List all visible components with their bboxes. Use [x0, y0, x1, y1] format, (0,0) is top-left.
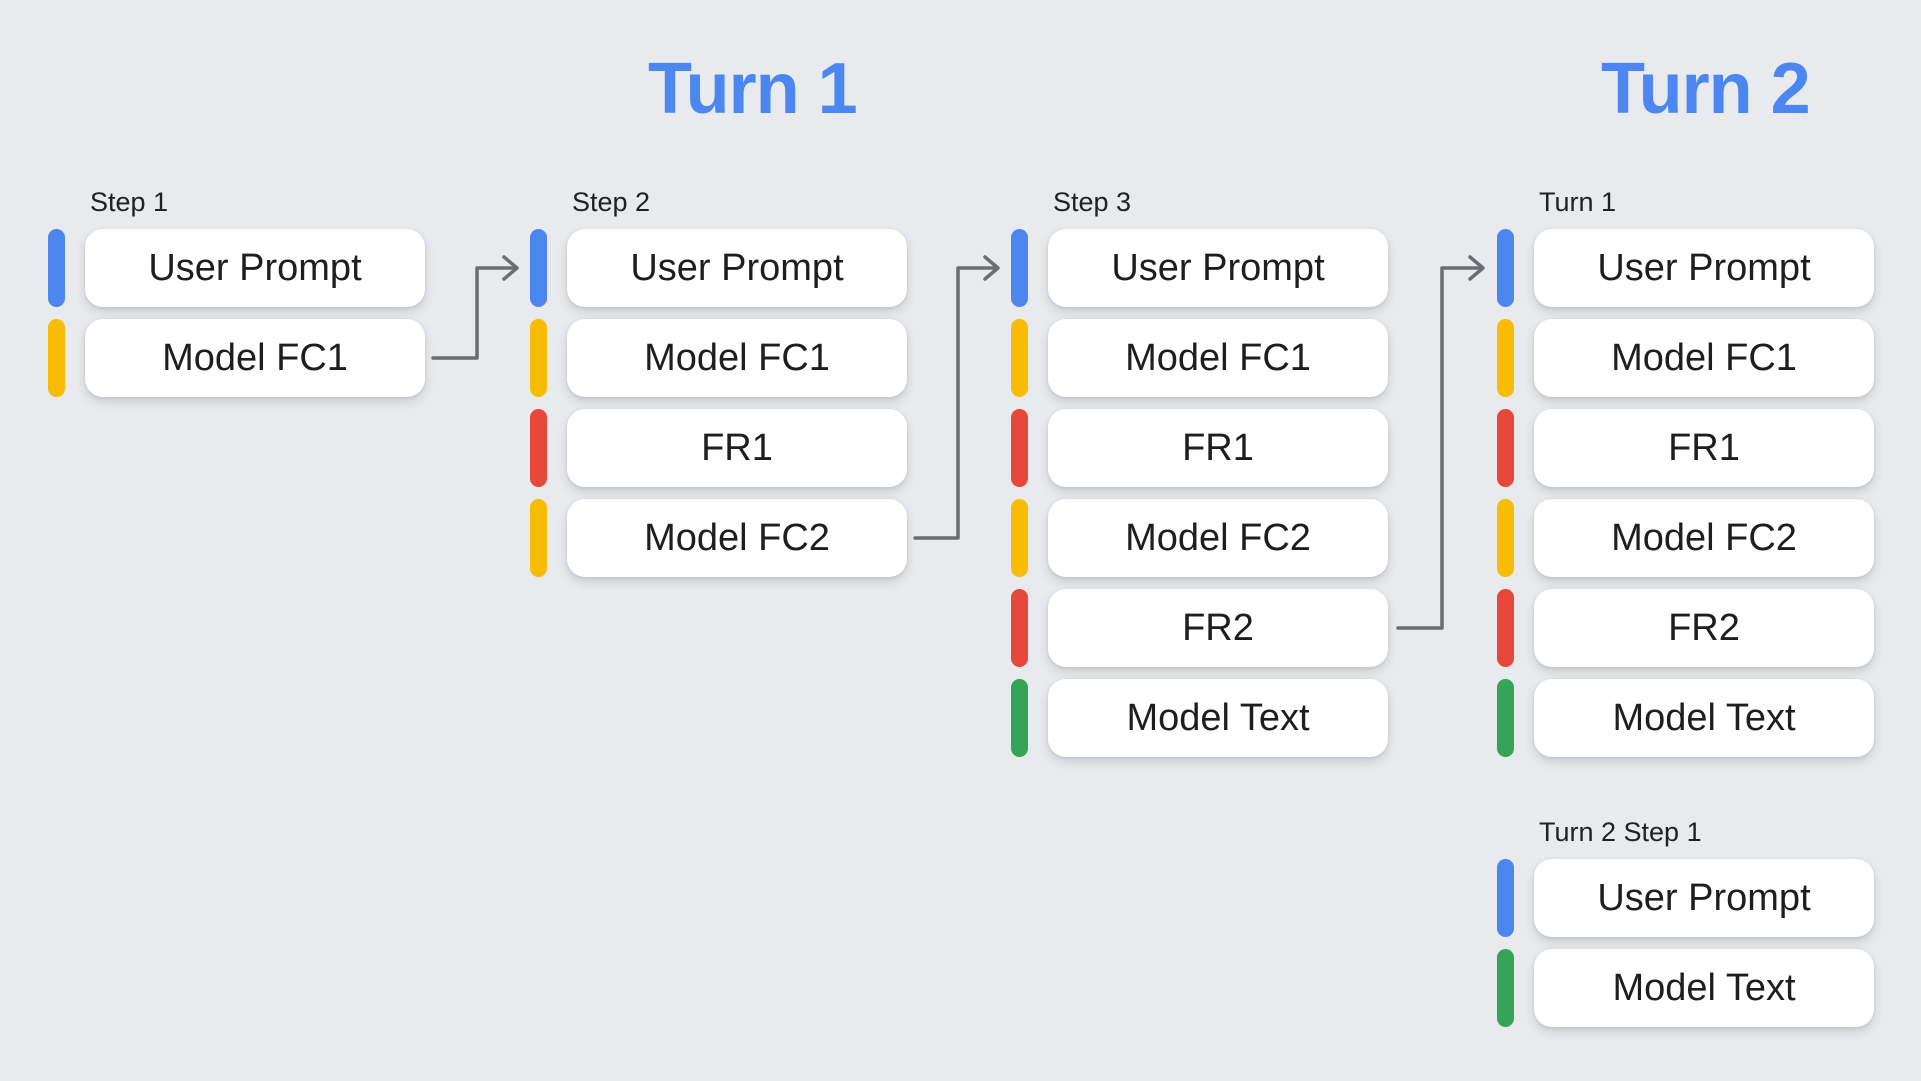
column-label: Turn 2 Step 1 — [1539, 817, 1702, 847]
row-model-fc: Model FC1 — [1497, 319, 1887, 397]
user-prompt-bar — [1497, 859, 1514, 937]
user-prompt-box: User Prompt — [1048, 229, 1388, 307]
function-response-box: FR2 — [1048, 589, 1388, 667]
function-response-box: FR1 — [1534, 409, 1874, 487]
row-model-text: Model Text — [1497, 949, 1887, 1027]
column-turn-2-step-1: Turn 2 Step 1 User Prompt Model Text — [1497, 818, 1887, 1039]
model-fc-box: Model FC2 — [567, 499, 907, 577]
row-model-fc: Model FC2 — [1497, 499, 1887, 577]
column-step-2: Step 2 User Prompt Model FC1 FR1 Model F… — [530, 188, 920, 589]
turn-1-heading: Turn 1 — [648, 49, 858, 129]
model-fc-box: Model FC2 — [1534, 499, 1874, 577]
model-text-bar — [1497, 679, 1514, 757]
function-response-bar — [1011, 409, 1028, 487]
row-model-fc: Model FC2 — [530, 499, 920, 577]
function-response-bar — [1497, 409, 1514, 487]
column-label: Turn 1 — [1539, 187, 1617, 217]
row-user-prompt: User Prompt — [1497, 859, 1887, 937]
user-prompt-bar — [1497, 229, 1514, 307]
user-prompt-box: User Prompt — [85, 229, 425, 307]
function-response-box: FR1 — [567, 409, 907, 487]
model-fc-bar — [1497, 319, 1514, 397]
column-label: Step 3 — [1053, 187, 1132, 217]
arrow-step2-to-step3-head — [983, 255, 1000, 281]
function-response-box: FR2 — [1534, 589, 1874, 667]
model-fc-bar — [48, 319, 65, 397]
arrow-step1-to-step2-head — [502, 255, 519, 281]
row-model-fc: Model FC1 — [1011, 319, 1401, 397]
user-prompt-bar — [530, 229, 547, 307]
function-response-bar — [1497, 589, 1514, 667]
row-function-response: FR1 — [530, 409, 920, 487]
function-response-bar — [530, 409, 547, 487]
turn-2-heading: Turn 2 — [1601, 49, 1811, 129]
column-step-3: Step 3 User Prompt Model FC1 FR1 Model F… — [1011, 188, 1401, 769]
column-turn-1-history: Turn 1 User Prompt Model FC1 FR1 Model F… — [1497, 188, 1887, 769]
user-prompt-bar — [1011, 229, 1028, 307]
user-prompt-box: User Prompt — [1534, 859, 1874, 937]
arrow-step3-to-turn2-line — [1396, 266, 1481, 630]
model-fc-box: Model FC1 — [1534, 319, 1874, 397]
arrow-step3-to-turn2-head — [1468, 255, 1485, 281]
model-fc-box: Model FC2 — [1048, 499, 1388, 577]
row-function-response: FR1 — [1011, 409, 1401, 487]
model-fc-box: Model FC1 — [85, 319, 425, 397]
row-model-text: Model Text — [1497, 679, 1887, 757]
user-prompt-box: User Prompt — [1534, 229, 1874, 307]
model-fc-bar — [1497, 499, 1514, 577]
row-model-fc: Model FC1 — [530, 319, 920, 397]
row-function-response: FR2 — [1497, 589, 1887, 667]
row-user-prompt: User Prompt — [1497, 229, 1887, 307]
model-text-box: Model Text — [1048, 679, 1388, 757]
row-user-prompt: User Prompt — [530, 229, 920, 307]
model-text-bar — [1011, 679, 1028, 757]
model-text-box: Model Text — [1534, 949, 1874, 1027]
model-fc-bar — [1011, 499, 1028, 577]
column-step-1: Step 1 User Prompt Model FC1 — [48, 188, 438, 409]
user-prompt-bar — [48, 229, 65, 307]
arrow-step1-to-step2-line — [431, 266, 515, 360]
row-model-text: Model Text — [1011, 679, 1401, 757]
model-fc-bar — [1011, 319, 1028, 397]
row-user-prompt: User Prompt — [1011, 229, 1401, 307]
model-text-box: Model Text — [1534, 679, 1874, 757]
row-function-response: FR2 — [1011, 589, 1401, 667]
row-model-fc: Model FC2 — [1011, 499, 1401, 577]
row-function-response: FR1 — [1497, 409, 1887, 487]
model-fc-bar — [530, 499, 547, 577]
column-label: Step 1 — [90, 187, 169, 217]
column-label: Step 2 — [572, 187, 651, 217]
model-text-bar — [1497, 949, 1514, 1027]
function-response-bar — [1011, 589, 1028, 667]
function-response-box: FR1 — [1048, 409, 1388, 487]
model-fc-box: Model FC1 — [567, 319, 907, 397]
row-model-fc: Model FC1 — [48, 319, 438, 397]
model-fc-box: Model FC1 — [1048, 319, 1388, 397]
user-prompt-box: User Prompt — [567, 229, 907, 307]
model-fc-bar — [530, 319, 547, 397]
arrow-step2-to-step3-line — [913, 266, 996, 540]
row-user-prompt: User Prompt — [48, 229, 438, 307]
